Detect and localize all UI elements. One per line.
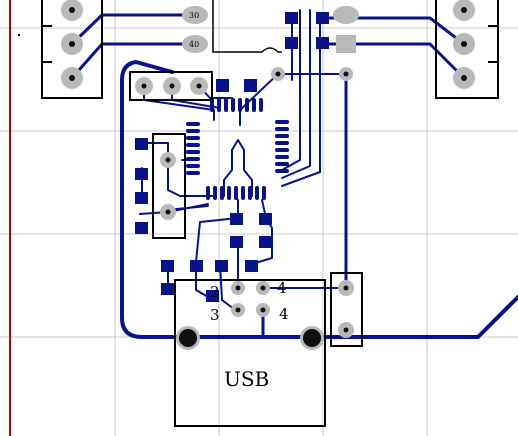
pad: [259, 236, 272, 248]
usb-connector-outline: [174, 279, 326, 427]
trace-tr-1: [328, 16, 466, 46]
chip-pin: [186, 136, 200, 140]
pin-label-4-bottom: 4: [279, 305, 289, 323]
pad: [285, 37, 298, 49]
pad: [135, 222, 148, 234]
through-hole-pads: [61, 0, 475, 350]
chip-pin: [275, 155, 289, 159]
chip-pin: [186, 129, 200, 133]
pad: [135, 138, 148, 150]
chip-pin: [186, 122, 200, 126]
chip-pin: [275, 134, 289, 138]
chip-pin: [275, 148, 289, 152]
trace-v-310: [281, 9, 311, 179]
trace-tr-2: [328, 42, 466, 80]
trace-x1: [141, 142, 213, 197]
chip-pin: [224, 98, 228, 112]
chip-pins: [186, 98, 289, 200]
chip-pin: [262, 186, 266, 200]
trace-r3: [195, 217, 239, 263]
pad: [316, 12, 329, 24]
pad: [285, 12, 298, 24]
chip-pin: [255, 186, 259, 200]
pin-label-2: 2: [210, 283, 220, 301]
pad: [215, 260, 228, 272]
pad: [244, 79, 257, 92]
copper-traces: [70, 9, 518, 339]
pad: [190, 260, 203, 272]
chip-pin: [227, 186, 231, 200]
chip-pin: [245, 98, 249, 112]
pad: [259, 213, 272, 225]
chip-pin: [231, 98, 235, 112]
smd-pads: [135, 12, 329, 302]
chip-pin: [234, 186, 238, 200]
trace-r8: [195, 263, 211, 299]
trace-tl-1: [70, 13, 190, 46]
chip-pin: [213, 186, 217, 200]
pad: [230, 236, 243, 248]
pad: [230, 213, 243, 225]
chip-pin: [220, 186, 224, 200]
trace-v-320: [281, 17, 321, 187]
chip-pin: [241, 186, 245, 200]
crystal-outline: [152, 133, 186, 239]
chip-pin: [186, 164, 200, 168]
chip-pin: [275, 162, 289, 166]
ground-loop-trace: [120, 60, 518, 339]
chip-pin: [275, 120, 289, 124]
pad: [216, 79, 229, 92]
chip-pin: [252, 98, 256, 112]
usb-label: USB: [224, 367, 269, 391]
chip-pin: [275, 169, 289, 173]
top-header-outline: [212, 0, 282, 53]
two-pin-header-outline: [330, 272, 363, 347]
chip-pin: [259, 98, 263, 112]
pad: [161, 260, 174, 272]
pin-label-3: 3: [210, 306, 220, 324]
left-terminal-outline: [41, 0, 103, 99]
pad: [206, 290, 219, 302]
pad: [135, 192, 148, 204]
header-pin-label-b: 40: [189, 40, 199, 49]
chip-pin: [275, 127, 289, 131]
chip-pin: [248, 186, 252, 200]
chip-pin: [217, 98, 221, 112]
trace-c3: [231, 139, 245, 151]
silkscreen: [41, 0, 499, 427]
right-terminal-outline: [435, 0, 499, 99]
chip-pin: [275, 141, 289, 145]
pad: [316, 37, 329, 49]
pin-label-4-top: 4: [277, 279, 287, 297]
pad: [245, 260, 258, 272]
origin-dot: [18, 34, 20, 36]
chip-pin: [186, 143, 200, 147]
chip-pin: [186, 150, 200, 154]
pad: [161, 283, 174, 295]
trace-v-300: [281, 9, 301, 171]
chip-pin: [186, 171, 200, 175]
three-pin-header-outline: [129, 71, 213, 101]
chip-pin: [210, 98, 214, 112]
chip-pin: [186, 157, 200, 161]
header-pin-label-a: 30: [189, 11, 199, 20]
chip-pin: [238, 98, 242, 112]
chip-pin: [206, 186, 210, 200]
pad: [135, 168, 148, 180]
